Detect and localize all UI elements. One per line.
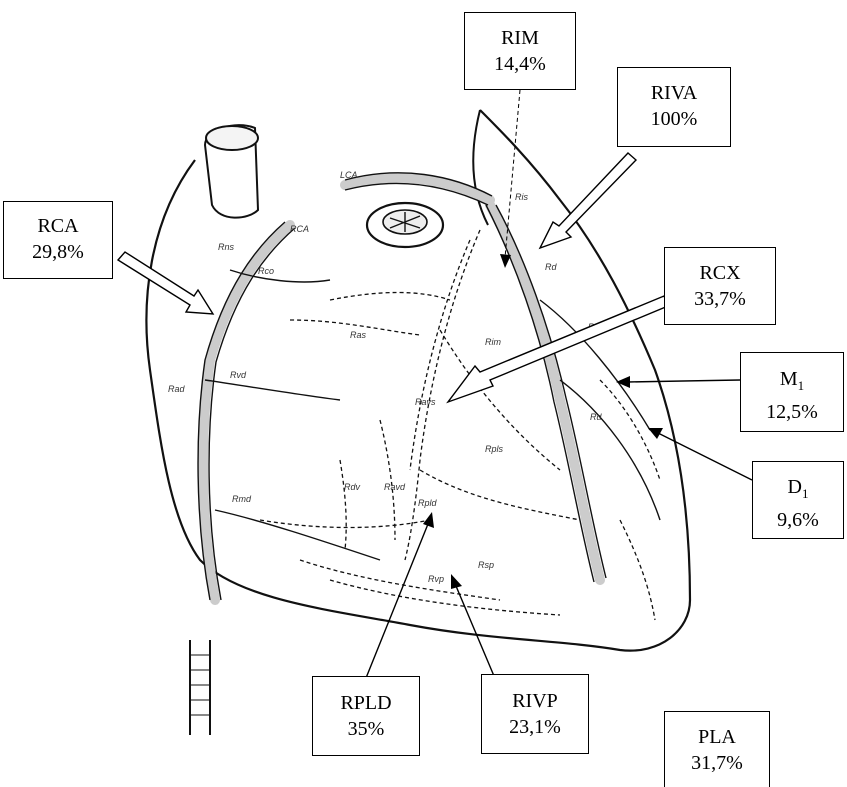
label-rpls: Rpls xyxy=(485,444,504,454)
label-rco: Rco xyxy=(258,266,274,276)
rpld-name: RPLD xyxy=(313,690,419,716)
heart-right-wall xyxy=(473,110,488,225)
aorta-opening xyxy=(206,126,258,150)
riva-arrow xyxy=(540,153,636,248)
label-rpld: Rpld xyxy=(418,498,438,508)
d1-value: 9,6% xyxy=(753,507,843,533)
riva-name: RIVA xyxy=(618,80,730,106)
label-rmd: Rmd xyxy=(232,494,252,504)
rca-name: RCA xyxy=(4,213,112,239)
rivp-name: RIVP xyxy=(482,688,588,714)
rim-value: 14,4% xyxy=(465,51,575,77)
rpld-value: 35% xyxy=(313,716,419,742)
vena-cava xyxy=(190,640,210,735)
rim-pointer xyxy=(505,90,520,258)
rca-vessel xyxy=(203,225,290,600)
label-rvd: Rvd xyxy=(230,370,247,380)
d1-pointer xyxy=(658,433,752,480)
label-box-m1: M1 12,5% xyxy=(740,352,844,432)
label-box-rcx: RCX 33,7% xyxy=(664,247,776,325)
label-box-riva: RIVA 100% xyxy=(617,67,731,147)
rivp-pointer xyxy=(456,586,494,676)
riva-value: 100% xyxy=(618,106,730,132)
label-rim: Rim xyxy=(485,337,501,347)
label-rad: Rad xyxy=(168,384,186,394)
pla-value: 31,7% xyxy=(665,750,769,776)
label-ravs: Ravs xyxy=(415,397,436,407)
label-rd-2: Rd xyxy=(590,412,602,422)
label-rca-small: RCA xyxy=(290,224,309,234)
label-rns: Rns xyxy=(218,242,235,252)
rim-name: RIM xyxy=(465,25,575,51)
label-box-rivp: RIVP 23,1% xyxy=(481,674,589,754)
pla-name: PLA xyxy=(665,724,769,750)
label-rsp: Rsp xyxy=(478,560,494,570)
label-box-pla: PLA 31,7% xyxy=(664,711,770,787)
d1-name: D1 xyxy=(753,474,843,507)
rivp-value: 23,1% xyxy=(482,714,588,740)
label-rd: Rd xyxy=(545,262,557,272)
label-box-d1: D1 9,6% xyxy=(752,461,844,539)
m1-value: 12,5% xyxy=(741,399,843,425)
label-rdv: Rdv xyxy=(344,482,361,492)
rcx-value: 33,7% xyxy=(665,286,775,312)
m1-name: M1 xyxy=(741,366,843,399)
label-box-rpld: RPLD 35% xyxy=(312,676,420,756)
label-box-rim: RIM 14,4% xyxy=(464,12,576,90)
label-lca: LCA xyxy=(340,170,358,180)
pointers xyxy=(118,153,668,402)
label-ravd: Ravd xyxy=(384,482,406,492)
rca-value: 29,8% xyxy=(4,239,112,265)
m1-pointer xyxy=(628,380,740,382)
rca-arrow xyxy=(118,252,213,314)
label-ris: Ris xyxy=(515,192,528,202)
label-box-rca: RCA 29,8% xyxy=(3,201,113,279)
rcx-name: RCX xyxy=(665,260,775,286)
label-rvp: Rvp xyxy=(428,574,444,584)
label-ras: Ras xyxy=(350,330,367,340)
rpld-pointer xyxy=(366,524,428,678)
